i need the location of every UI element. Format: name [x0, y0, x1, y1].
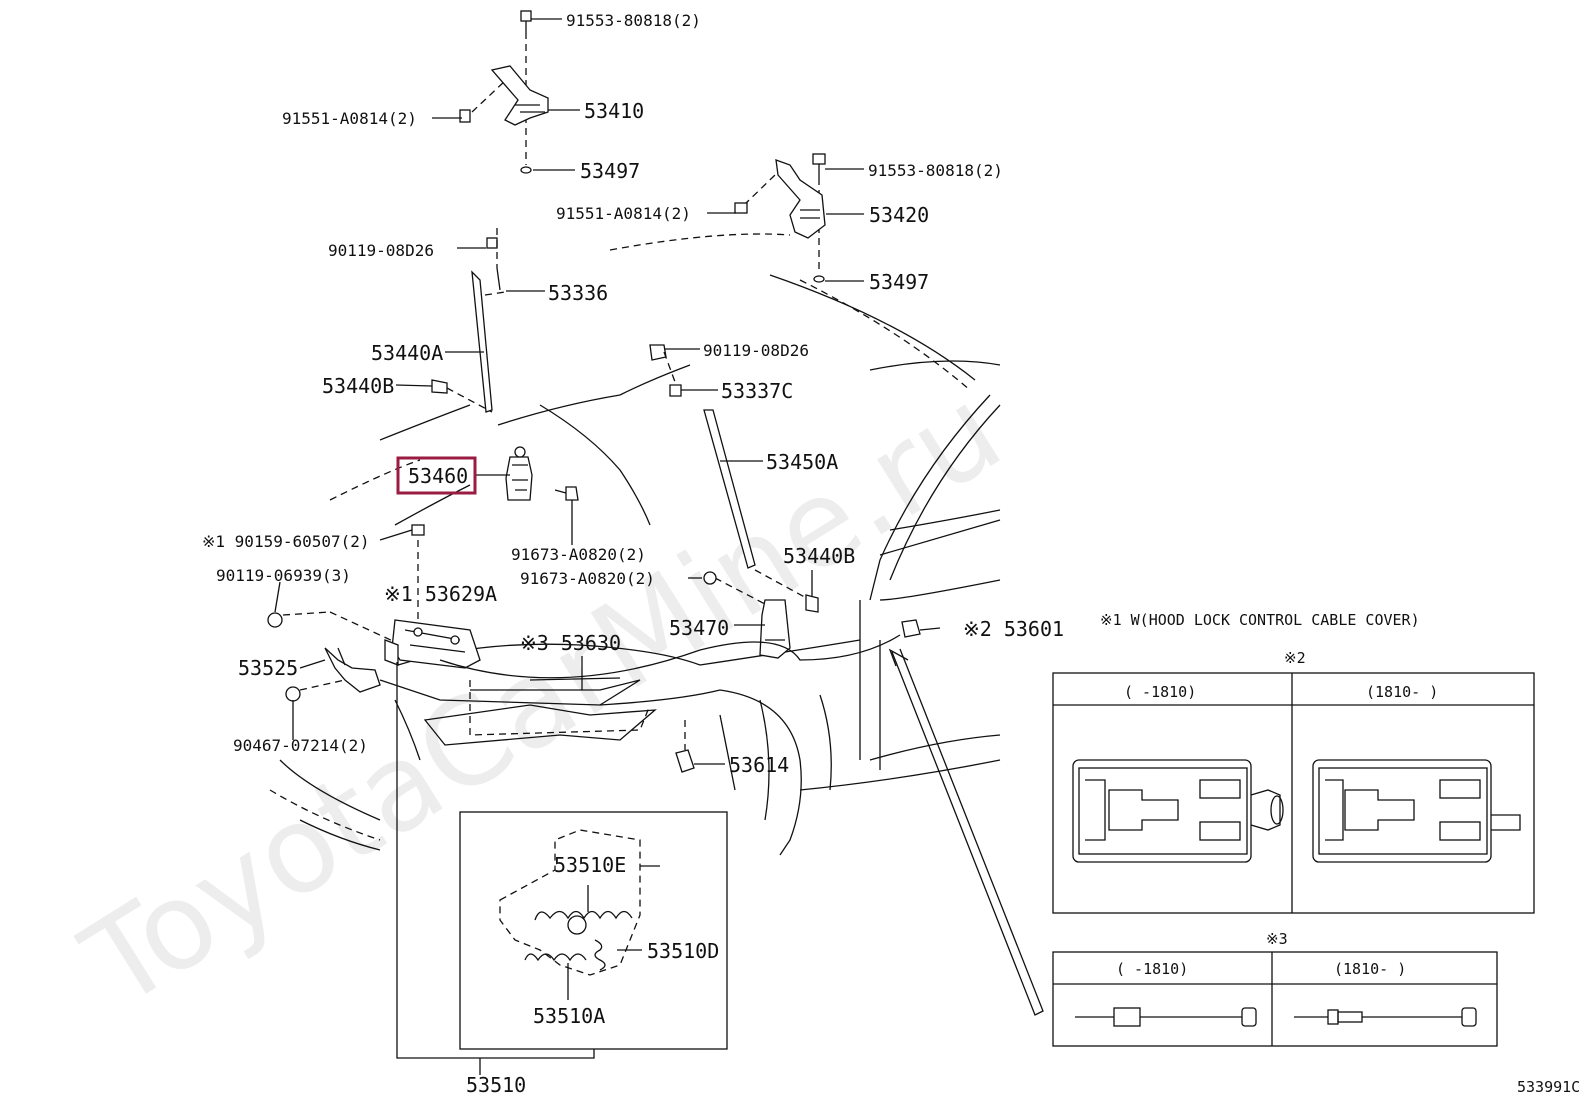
box2-col2-header: (1810- )	[1366, 683, 1438, 701]
callout-53629a[interactable]: ※1 53629A	[384, 582, 497, 606]
cable-clip	[675, 720, 695, 773]
bumper-outline	[269, 639, 861, 856]
release-lever	[324, 647, 381, 693]
hood-hinge-left	[459, 10, 549, 174]
callout-53510d[interactable]: 53510D	[647, 939, 719, 963]
hood-latch	[505, 446, 579, 501]
box3-col1-header: ( -1810)	[1116, 960, 1188, 978]
release-cable	[439, 619, 921, 736]
leader-lines	[274, 18, 941, 1000]
bolts-left	[267, 524, 425, 702]
cable-cover-plate	[384, 619, 481, 669]
note-texts: ※1 W(HOOD LOCK CONTROL CABLE COVER) ※2 (…	[1100, 611, 1580, 1096]
callout-90119-08d26-right[interactable]: 90119-08D26	[703, 341, 809, 360]
callout-53460[interactable]: 53460	[408, 464, 468, 488]
box3-col2-header: (1810- )	[1334, 960, 1406, 978]
callout-53510e[interactable]: 53510E	[554, 853, 626, 877]
callout-53614[interactable]: 53614	[729, 753, 789, 777]
callout-labels: 91553-80818(2) 53410 91551-A0814(2) 5349…	[202, 11, 1064, 1097]
note-1-text: ※1 W(HOOD LOCK CONTROL CABLE COVER)	[1100, 611, 1420, 629]
callout-53440b-right[interactable]: 53440B	[783, 544, 855, 568]
box2-title: ※2	[1284, 649, 1306, 667]
callout-90467-07214[interactable]: 90467-07214(2)	[233, 736, 368, 755]
callout-53510[interactable]: 53510	[466, 1073, 526, 1097]
callout-53601[interactable]: ※2 53601	[963, 617, 1064, 641]
hood-outline	[329, 233, 1001, 791]
callout-53630[interactable]: ※3 53630	[520, 631, 621, 655]
highlight-box-53460	[396, 456, 477, 495]
detail-arrow	[888, 648, 1044, 1016]
callout-53497-left[interactable]: 53497	[580, 159, 640, 183]
callout-91553-80818-right[interactable]: 91553-80818(2)	[868, 161, 1003, 180]
callout-90159-60507[interactable]: ※1 90159-60507(2)	[202, 532, 370, 551]
callout-91553-80818-top[interactable]: 91553-80818(2)	[566, 11, 701, 30]
callout-53525[interactable]: 53525	[238, 656, 298, 680]
callout-90119-08d26-left[interactable]: 90119-08D26	[328, 241, 434, 260]
callout-53497-right[interactable]: 53497	[869, 270, 929, 294]
callout-53450a[interactable]: 53450A	[766, 450, 838, 474]
box3-title: ※3	[1266, 930, 1288, 948]
hood-strut-left	[431, 228, 506, 413]
note-box-3	[1052, 951, 1498, 1047]
callout-91551-a0814-right[interactable]: 91551-A0814(2)	[556, 204, 691, 223]
callout-53440b-left[interactable]: 53440B	[322, 374, 394, 398]
callout-91673-a0820-upper[interactable]: 91673-A0820(2)	[511, 545, 646, 564]
callout-91673-a0820-lower[interactable]: 91673-A0820(2)	[520, 569, 655, 588]
callout-53336[interactable]: 53336	[548, 281, 608, 305]
detail-53510-box	[396, 662, 728, 1075]
callout-91551-a0814-left[interactable]: 91551-A0814(2)	[282, 109, 417, 128]
hood-strut-right	[649, 344, 819, 613]
callout-53510a[interactable]: 53510A	[533, 1004, 605, 1028]
hood-hinge-right	[734, 153, 826, 283]
note-box-2	[1052, 672, 1535, 914]
diagram-code: 533991C	[1517, 1078, 1580, 1096]
box2-col1-header: ( -1810)	[1124, 683, 1196, 701]
callout-53410[interactable]: 53410	[584, 99, 644, 123]
callout-53420[interactable]: 53420	[869, 203, 929, 227]
callout-90119-06939[interactable]: 90119-06939(3)	[216, 566, 351, 585]
callout-53440a[interactable]: 53440A	[371, 341, 443, 365]
callout-53337c[interactable]: 53337C	[721, 379, 793, 403]
latch-bracket	[703, 571, 791, 659]
callout-53470[interactable]: 53470	[669, 616, 729, 640]
